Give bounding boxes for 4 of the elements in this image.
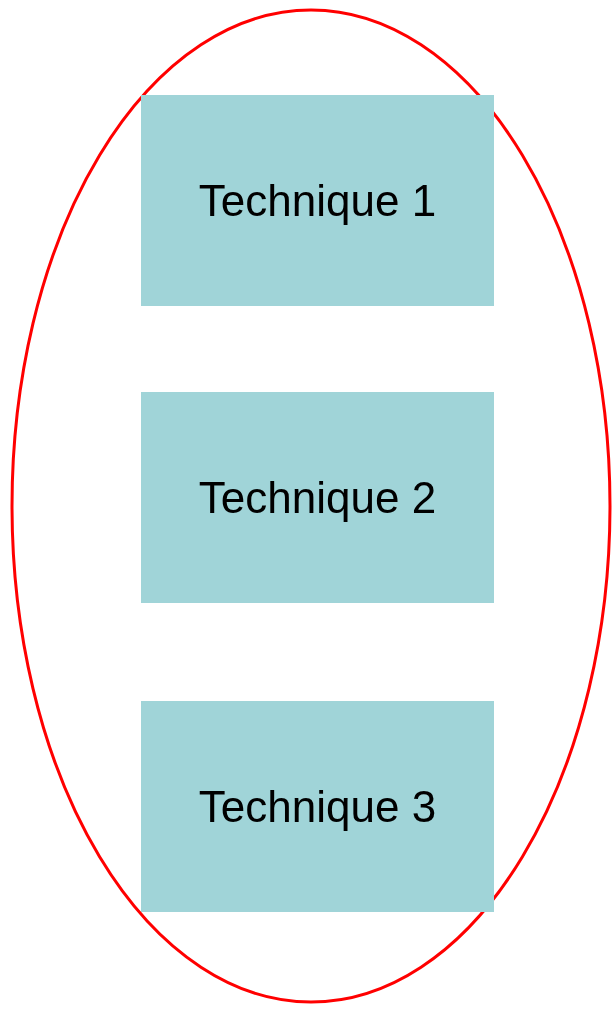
technique-box: Technique 1 xyxy=(141,95,494,306)
technique-box: Technique 3 xyxy=(141,701,494,912)
ellipse-outline xyxy=(10,8,612,1004)
technique-box: Technique 2 xyxy=(141,392,494,603)
